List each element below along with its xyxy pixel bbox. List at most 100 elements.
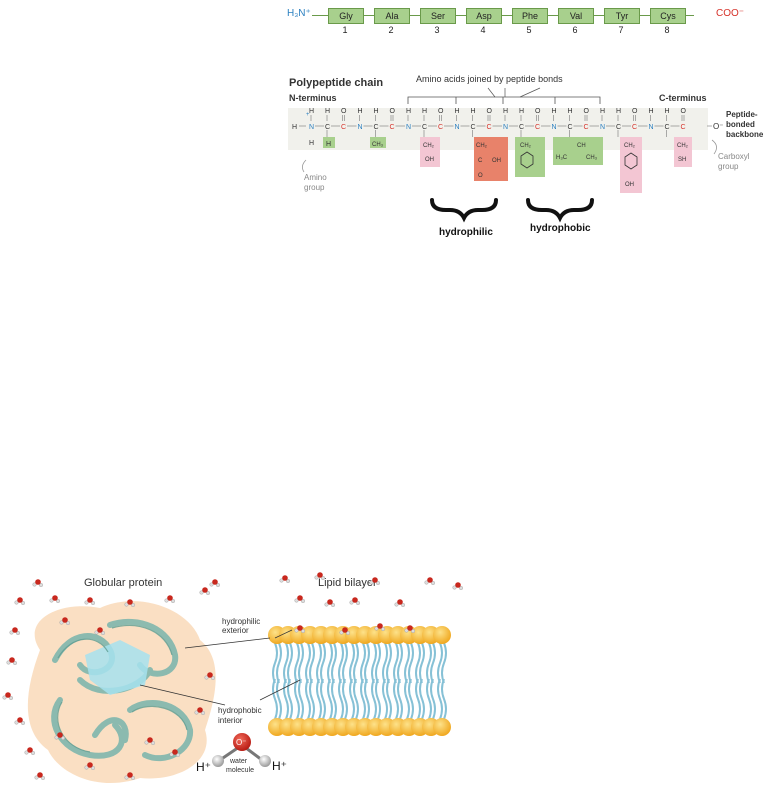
backbone-atom: O xyxy=(487,108,493,115)
backbone-atom: C xyxy=(341,124,346,131)
o-minus-label: O⁻ xyxy=(713,122,723,131)
backbone-atom: C xyxy=(632,124,637,131)
svg-text:CH₃: CH₃ xyxy=(372,142,384,148)
backbone-atom: N xyxy=(600,124,605,131)
backbone-label-2: bonded xyxy=(726,120,755,129)
water-molecule-small xyxy=(6,657,17,665)
backbone-atom: C xyxy=(665,124,670,131)
backbone-atom: C xyxy=(374,124,379,131)
residue-box-ala: Ala xyxy=(374,8,410,24)
backbone-atom: H xyxy=(374,108,379,115)
lipid-tail xyxy=(338,642,344,720)
water-molecule-small xyxy=(339,627,351,635)
water-molecule-small xyxy=(369,577,381,586)
svg-text:CH: CH xyxy=(577,143,586,149)
water-molecule-small xyxy=(452,582,464,591)
residue-number: 2 xyxy=(388,25,394,35)
lipid-tail xyxy=(415,642,421,720)
c-term-label: COO⁻ xyxy=(716,8,745,19)
polypeptide-diagram: Polypeptide chain N-terminus C-terminus … xyxy=(288,74,764,238)
hydrophobic-interior-label-2: interior xyxy=(218,716,243,725)
lipid-head xyxy=(433,718,451,736)
residue-box-cys: Cys xyxy=(650,8,686,24)
lipid-tail xyxy=(272,642,278,720)
n-terminus-label: N-terminus xyxy=(289,93,337,103)
lipid-bilayer xyxy=(268,626,451,736)
protein-membrane-illustration: Globular protein Lipid bilayer hydrophil… xyxy=(2,572,464,784)
water-molecule-small xyxy=(9,627,21,635)
oxygen-atom xyxy=(233,733,251,751)
amino-group-label-1: Amino xyxy=(304,173,327,182)
water-molecule-small xyxy=(199,587,210,596)
water-molecule-small xyxy=(124,599,135,608)
water-molecule-small xyxy=(204,672,215,680)
lipid-tail xyxy=(327,642,333,720)
water-molecules xyxy=(2,572,464,780)
backbone-atom: N xyxy=(455,124,460,131)
lipid-tail xyxy=(393,642,399,720)
lipid-tail xyxy=(294,642,300,720)
residue-box-ser: Ser xyxy=(420,8,456,24)
peptide-bracket xyxy=(407,96,601,104)
side-chain-gly xyxy=(323,137,335,148)
lipid-tail xyxy=(353,642,359,720)
hydrophilic-brace xyxy=(430,198,498,223)
backbone-atom: O xyxy=(535,108,541,115)
residue-number: 8 xyxy=(664,25,670,35)
water-molecule-small xyxy=(194,707,205,715)
backbone-atom: C xyxy=(584,124,589,131)
backbone-atom: H xyxy=(406,108,411,115)
water-molecule-small xyxy=(94,627,105,635)
backbone-label-1: Peptide- xyxy=(726,110,758,119)
water-molecule-small xyxy=(324,599,336,608)
svg-text:CH₂: CH₂ xyxy=(423,143,435,149)
lipid-tail xyxy=(437,642,443,720)
backbone-atom: O xyxy=(438,108,444,115)
backbone-atom: H xyxy=(503,108,508,115)
oxygen-label: O⁻ xyxy=(236,738,246,747)
svg-text:CH₂: CH₂ xyxy=(520,143,532,149)
residue-number: 7 xyxy=(618,25,624,35)
backbone-atom: O xyxy=(681,108,687,115)
n-term-label: H₃N⁺ xyxy=(287,8,311,19)
backbone-atom: C xyxy=(568,124,573,131)
water-molecule-small xyxy=(49,595,61,604)
backbone-atom: C xyxy=(519,124,524,131)
water-molecule-small xyxy=(394,599,406,608)
water-molecule-small xyxy=(279,575,291,584)
chain-connector xyxy=(312,15,694,16)
svg-text:OH: OH xyxy=(425,157,434,163)
lipid-tail xyxy=(426,642,432,720)
backbone-atom: C xyxy=(535,124,540,131)
water-molecule-small xyxy=(14,717,26,725)
residue-number: 3 xyxy=(434,25,440,35)
residue-number: 1 xyxy=(342,25,348,35)
side-chain-tyr xyxy=(620,137,642,193)
residue-number: 4 xyxy=(480,25,486,35)
backbone-atom: C xyxy=(616,124,621,131)
backbone-atom: H xyxy=(422,108,427,115)
backbone-atom: H xyxy=(519,108,524,115)
backbone-atom: H xyxy=(600,108,605,115)
hydrophobic-label: hydrophobic xyxy=(530,223,591,234)
backbone-atom: O xyxy=(341,108,347,115)
residue-box-asp: Asp xyxy=(466,8,502,24)
lipid-tail xyxy=(349,642,355,720)
lipid-tail xyxy=(441,642,447,720)
svg-text:CH₂: CH₂ xyxy=(476,143,488,149)
lipid-bilayer-title: Lipid bilayer xyxy=(318,577,377,589)
lipid-tail xyxy=(320,642,326,720)
water-molecule-small xyxy=(84,762,95,770)
h-plus-right: H⁺ xyxy=(272,759,287,773)
hydrogen-atom-left xyxy=(212,755,224,767)
backbone-atom: H xyxy=(568,108,573,115)
lipid-tail xyxy=(375,642,381,720)
water-molecule-small xyxy=(169,749,180,757)
backbone-atom: C xyxy=(390,124,395,131)
svg-text:CH₂: CH₂ xyxy=(624,143,636,149)
side-chain-ser xyxy=(420,137,440,167)
backbone-atom: C xyxy=(471,124,476,131)
backbone-atom: C xyxy=(438,124,443,131)
carboxyl-group-label-2: group xyxy=(718,162,739,171)
